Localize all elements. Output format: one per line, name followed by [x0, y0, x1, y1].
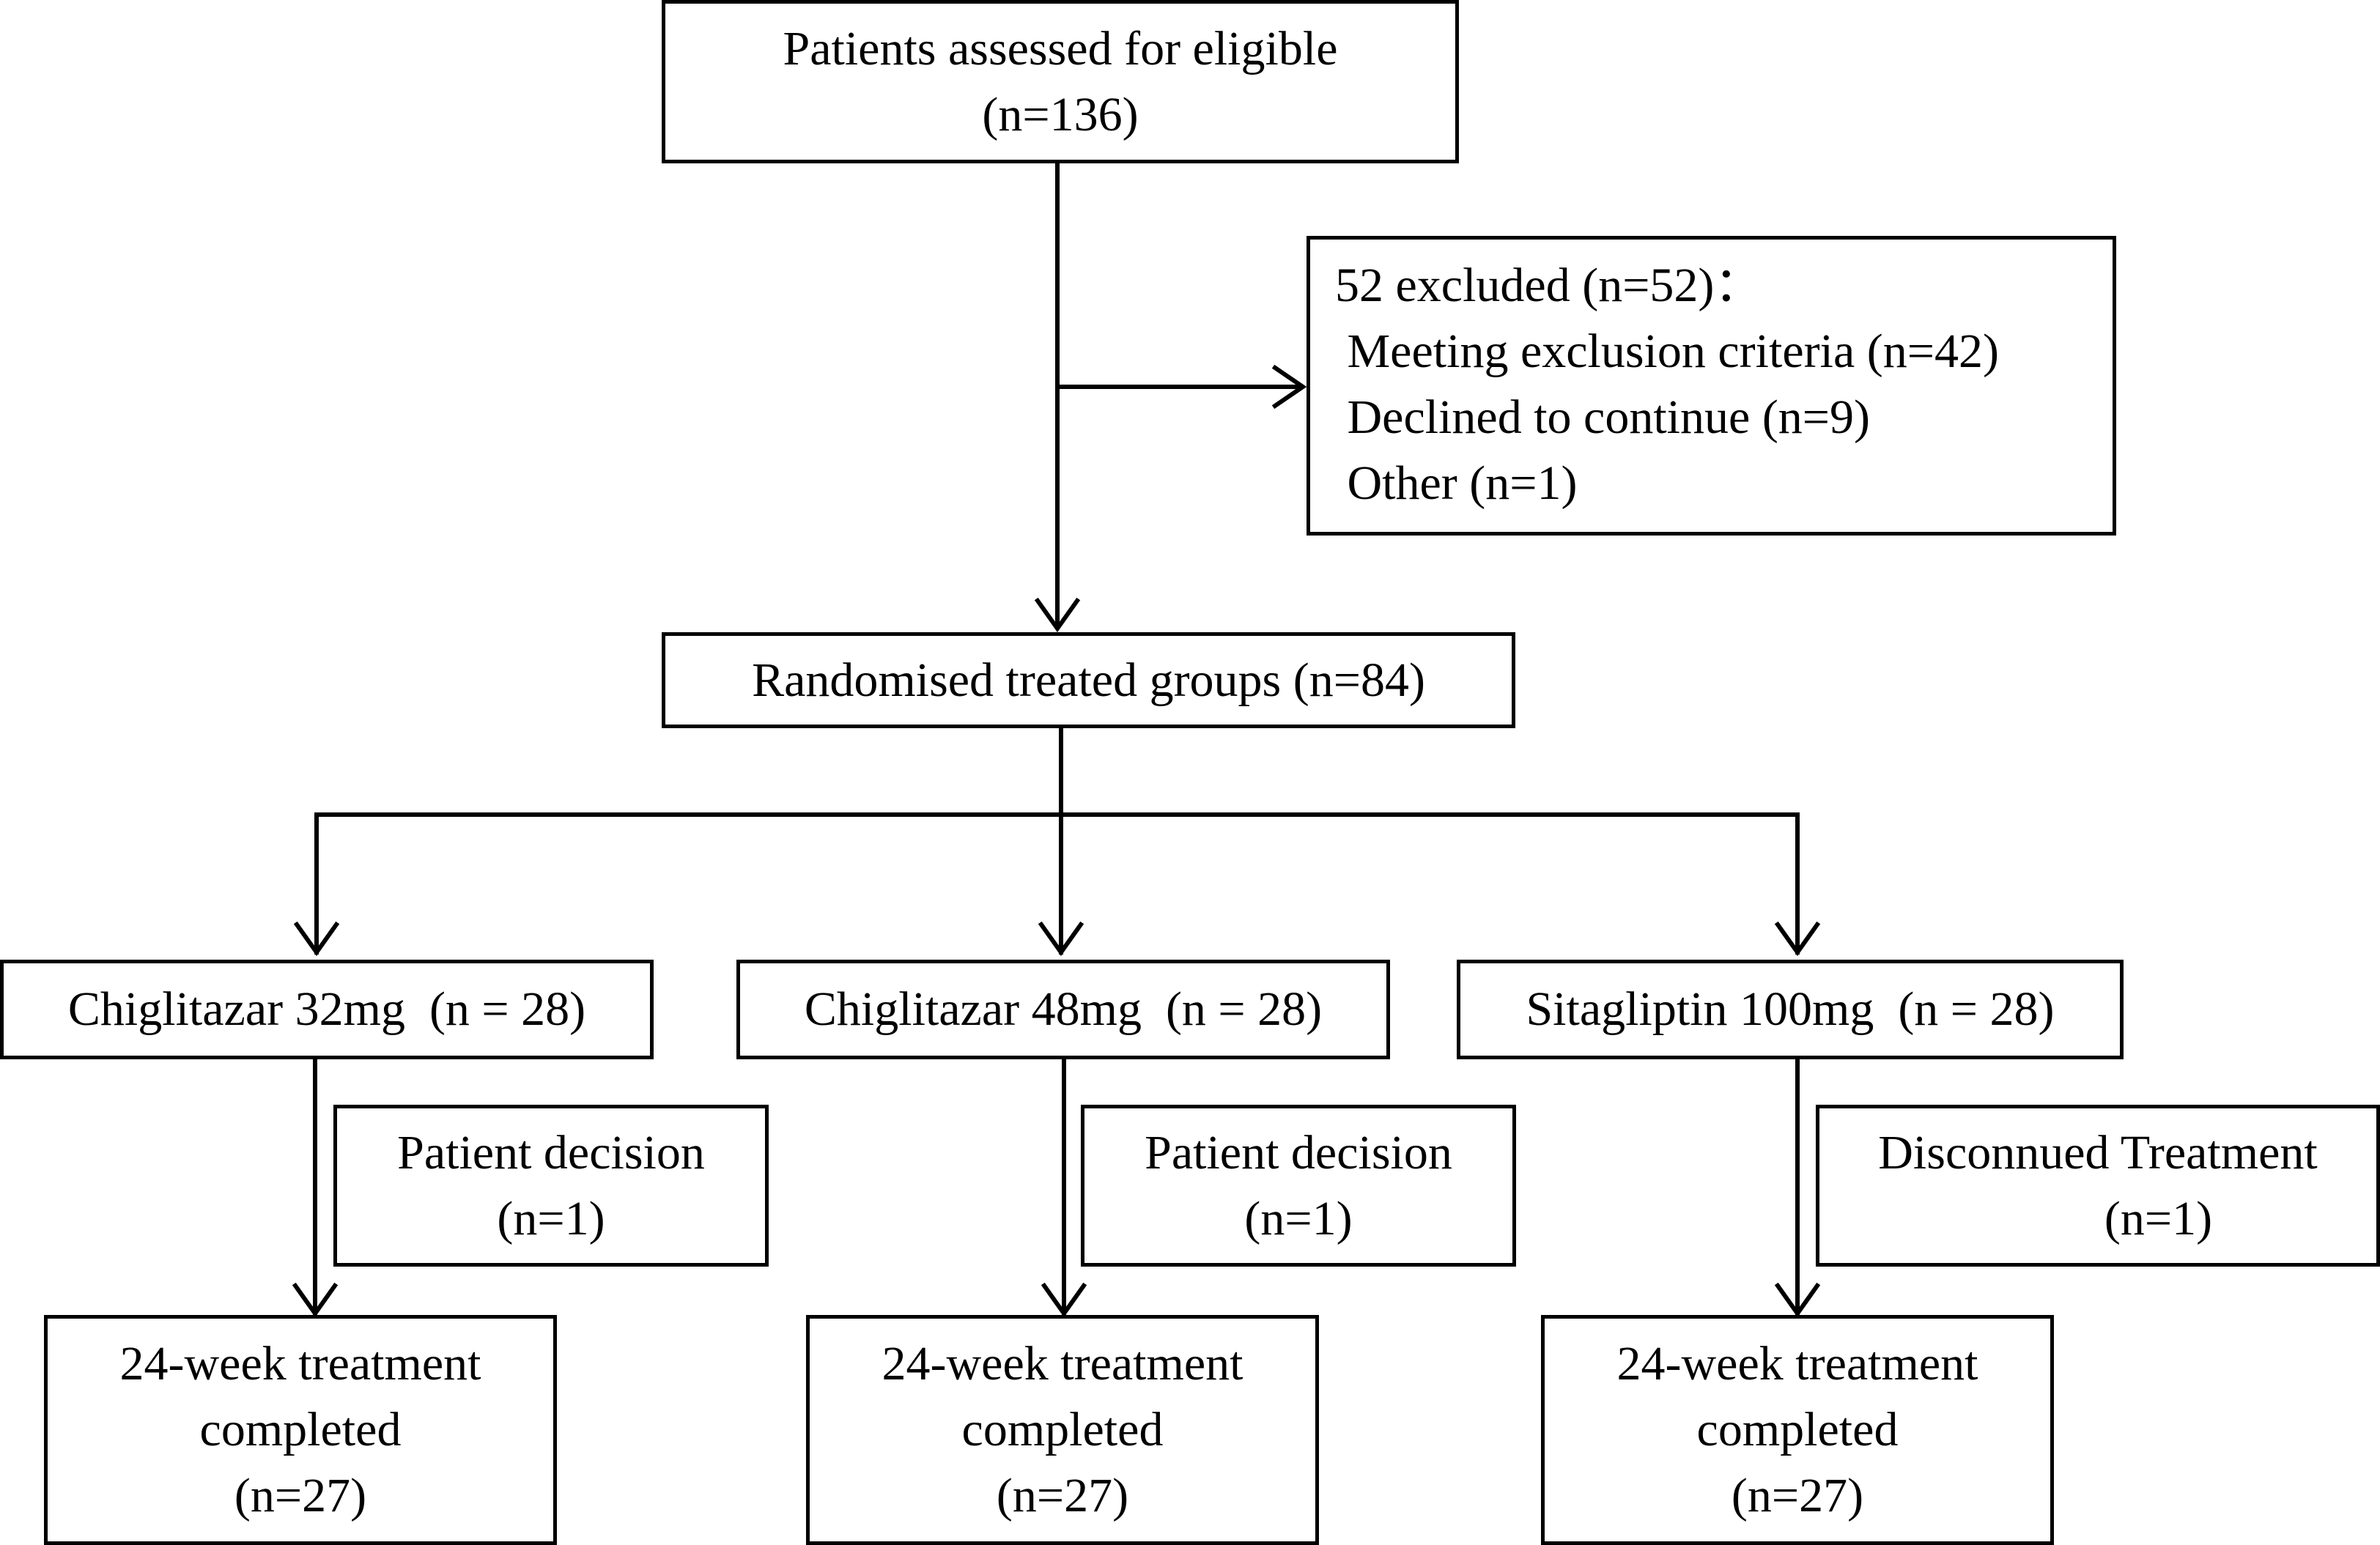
arm-label: Chiglitazar 32mg (n = 28): [67, 982, 586, 1036]
dropout-count: (n=1): [497, 1191, 605, 1245]
completed-line2: completed: [961, 1403, 1164, 1456]
excluded-reason: Declined to continue (n=9): [1335, 390, 1871, 444]
dropout-reason: Disconnued Treatment: [1878, 1125, 2318, 1179]
arm-box-chiglitazar-32mg: Chiglitazar 32mg (n = 28): [0, 960, 654, 1059]
completed-line1: 24-week treatment: [882, 1337, 1243, 1390]
excluded-box: 52 excluded (n=52)： Meeting exclusion cr…: [1307, 236, 2116, 536]
completed-box-arm2: 24-week treatment completed (n=27): [806, 1315, 1319, 1545]
completed-line2: completed: [1696, 1403, 1899, 1456]
arrowhead-arm2: [1038, 921, 1084, 957]
dropout-box-arm2: Patient decision (n=1): [1081, 1105, 1516, 1267]
dropout-reason: Patient decision: [397, 1125, 705, 1179]
completed-count: (n=27): [1731, 1469, 1864, 1522]
arrowhead-arm3: [1774, 921, 1821, 957]
dropout-box-arm3: Disconnued Treatment (n=1): [1816, 1105, 2380, 1267]
excluded-title: 52 excluded (n=52)：: [1335, 259, 1763, 312]
excluded-reason: Other (n=1): [1335, 456, 1578, 510]
arm-label: Chiglitazar 48mg (n = 28): [804, 982, 1323, 1036]
assessed-line1: Patients assessed for eligible: [783, 21, 1338, 75]
dropout-reason: Patient decision: [1145, 1125, 1452, 1179]
dropout-count: (n=1): [1983, 1191, 2213, 1245]
completed-count: (n=27): [996, 1469, 1129, 1522]
arrowhead-arm1: [293, 921, 340, 957]
dropout-box-arm1: Patient decision (n=1): [333, 1105, 769, 1267]
assessed-line2: (n=136): [982, 87, 1139, 141]
arrowhead-excluded: [1271, 364, 1307, 410]
arrowhead-completed-1: [292, 1282, 339, 1318]
assessed-box: Patients assessed for eligible (n=136): [662, 0, 1459, 163]
arrowhead-completed-2: [1041, 1282, 1087, 1318]
dropout-count: (n=1): [1244, 1191, 1353, 1245]
randomised-box: Randomised treated groups (n=84): [662, 632, 1515, 728]
arrowhead-completed-3: [1774, 1282, 1821, 1318]
arm-box-sitagliptin-100mg: Sitagliptin 100mg (n = 28): [1457, 960, 2124, 1059]
completed-count: (n=27): [234, 1469, 367, 1522]
completed-box-arm1: 24-week treatment completed (n=27): [44, 1315, 557, 1545]
completed-line2: completed: [199, 1403, 402, 1456]
completed-line1: 24-week treatment: [119, 1337, 481, 1390]
arm-label: Sitagliptin 100mg (n = 28): [1526, 982, 2055, 1036]
arrowhead-randomised: [1034, 597, 1081, 633]
randomised-label: Randomised treated groups (n=84): [752, 653, 1425, 707]
excluded-reason: Meeting exclusion criteria (n=42): [1335, 325, 1999, 378]
completed-line1: 24-week treatment: [1616, 1337, 1978, 1390]
arm-box-chiglitazar-48mg: Chiglitazar 48mg (n = 28): [736, 960, 1390, 1059]
completed-box-arm3: 24-week treatment completed (n=27): [1541, 1315, 2054, 1545]
